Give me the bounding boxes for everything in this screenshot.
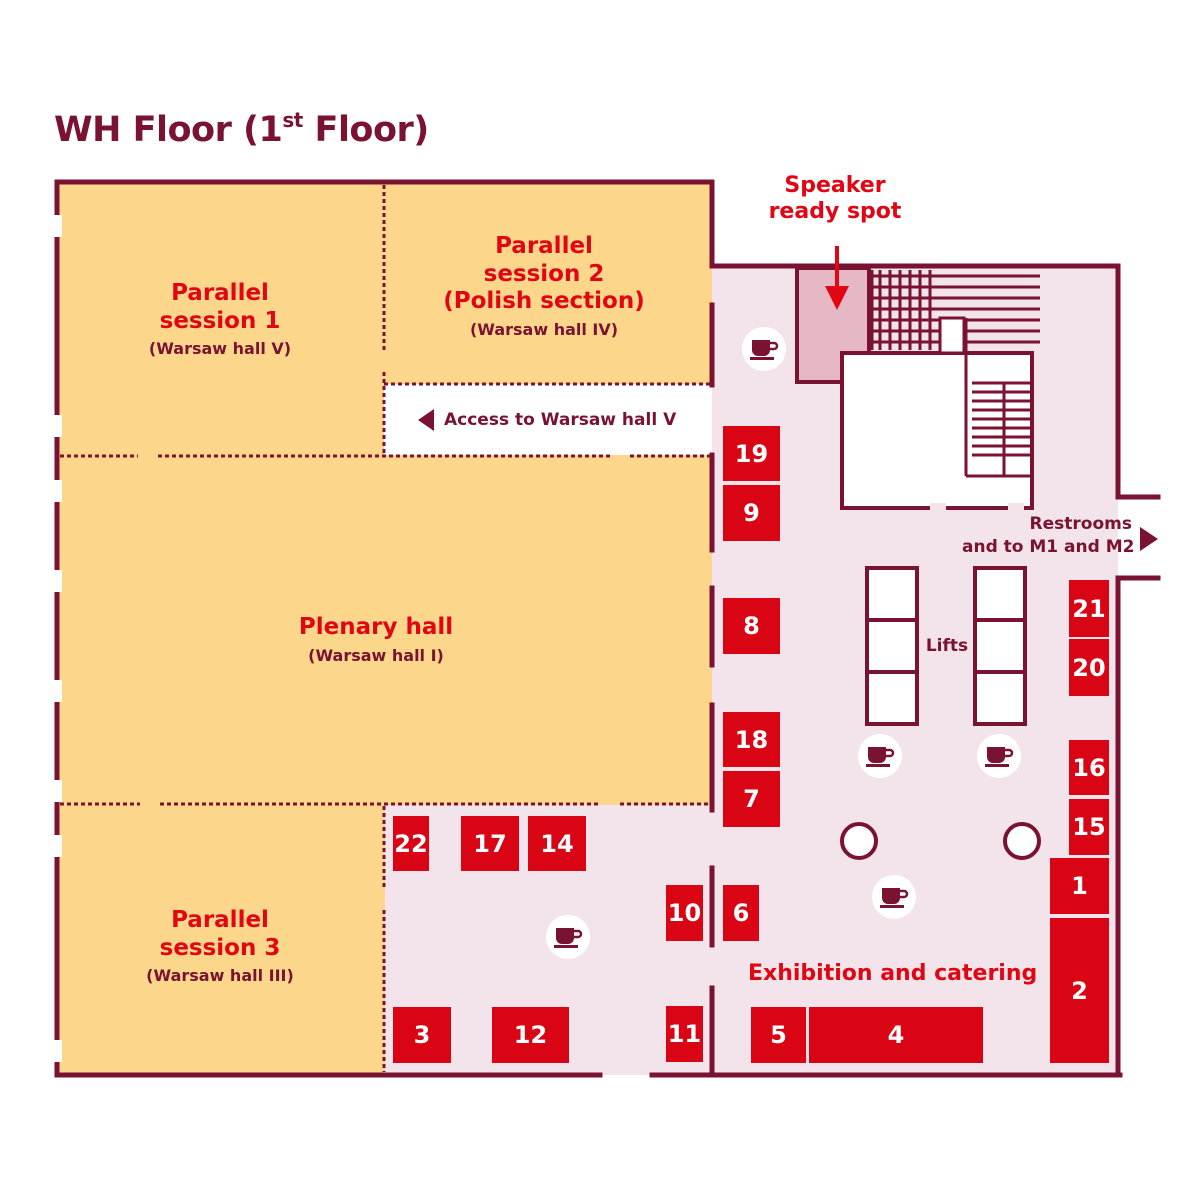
room-name-line: session 2: [483, 260, 605, 287]
room-hall: (Warsaw hall IV): [469, 319, 619, 339]
coffee-cup-icon: [546, 915, 590, 959]
column-icon: [1003, 822, 1041, 860]
room-hall: (Warsaw hall V): [148, 339, 292, 359]
access-text: Access to Warsaw hall V: [444, 409, 677, 430]
booth-17[interactable]: 17: [461, 816, 519, 871]
booth-21[interactable]: 21: [1069, 580, 1109, 637]
booth-18[interactable]: 18: [723, 712, 780, 767]
speaker-line: ready spot: [768, 199, 902, 225]
room-hall: (Warsaw hall III): [146, 966, 294, 986]
room-name-line: session 1: [159, 307, 281, 334]
partitions: [60, 185, 710, 1072]
booth-5[interactable]: 5: [751, 1007, 806, 1063]
title-superscript: st: [282, 108, 303, 132]
room-label-plenary: Plenary hall (Warsaw hall I): [256, 614, 496, 665]
hall-parallel-1: [57, 182, 384, 455]
arrow-left-icon: [418, 409, 434, 431]
title-tail: Floor): [302, 110, 430, 150]
booth-7[interactable]: 7: [723, 771, 780, 827]
room-hall: (Warsaw hall I): [308, 645, 444, 665]
booth-10[interactable]: 10: [666, 885, 703, 941]
column-icon: [840, 822, 878, 860]
room-name: Plenary hall: [298, 614, 454, 640]
booth-11[interactable]: 11: [666, 1006, 703, 1062]
restrooms-line: and to M1 and M2: [962, 537, 1135, 558]
arrow-down-icon: [825, 246, 849, 310]
booth-9[interactable]: 9: [723, 485, 780, 541]
access-label: Access to Warsaw hall V: [416, 408, 676, 432]
access-corridor: [384, 384, 712, 455]
hall-parallel-2: [384, 182, 712, 384]
arrow-right-icon: [1140, 527, 1158, 551]
booth-16[interactable]: 16: [1069, 740, 1109, 795]
booth-8[interactable]: 8: [723, 598, 780, 654]
booth-3[interactable]: 3: [393, 1007, 451, 1063]
lifts-block: [865, 566, 1027, 726]
booth-12[interactable]: 12: [492, 1007, 569, 1063]
speaker-ready-label: Speaker ready spot: [750, 173, 920, 226]
booth-6[interactable]: 6: [723, 885, 759, 941]
room-name-line: (Polish section): [443, 288, 645, 315]
restrooms-line: Restrooms: [1029, 514, 1132, 534]
room-label-parallel-3: Parallel session 3 (Warsaw hall III): [110, 907, 330, 985]
hall-parallel-3: [57, 805, 385, 1075]
booth-20[interactable]: 20: [1069, 639, 1109, 696]
page-title: WH Floor (1st Floor): [54, 108, 430, 150]
room-label-parallel-1: Parallel session 1 (Warsaw hall V): [120, 280, 320, 358]
booth-15[interactable]: 15: [1069, 799, 1109, 855]
speaker-line: Speaker: [784, 173, 886, 198]
hall-plenary: [57, 455, 712, 805]
exhibition-label: Exhibition and catering: [748, 961, 1038, 986]
booth-1[interactable]: 1: [1050, 858, 1109, 914]
room-name-line: Parallel: [171, 280, 269, 306]
room-name-line: session 3: [159, 934, 281, 961]
booth-22[interactable]: 22: [393, 816, 429, 871]
booth-2[interactable]: 2: [1050, 918, 1109, 1063]
stairs-core: [840, 270, 1040, 510]
room-name-line: Parallel: [171, 907, 269, 933]
coffee-cup-icon: [858, 734, 902, 778]
booth-14[interactable]: 14: [528, 816, 586, 871]
coffee-cup-icon: [742, 327, 786, 371]
restrooms-label: Restrooms and to M1 and M2: [962, 514, 1135, 558]
room-name-line: Parallel: [495, 233, 593, 259]
booth-19[interactable]: 19: [723, 426, 780, 481]
title-text: WH Floor (1: [54, 110, 283, 150]
lifts-label: Lifts: [925, 636, 969, 656]
room-label-parallel-2: Parallel session 2 (Polish section) (War…: [434, 233, 654, 339]
outer-walls: [54, 179, 1161, 1078]
booth-4[interactable]: 4: [809, 1007, 983, 1063]
coffee-cup-icon: [977, 734, 1021, 778]
coffee-cup-icon: [872, 875, 916, 919]
